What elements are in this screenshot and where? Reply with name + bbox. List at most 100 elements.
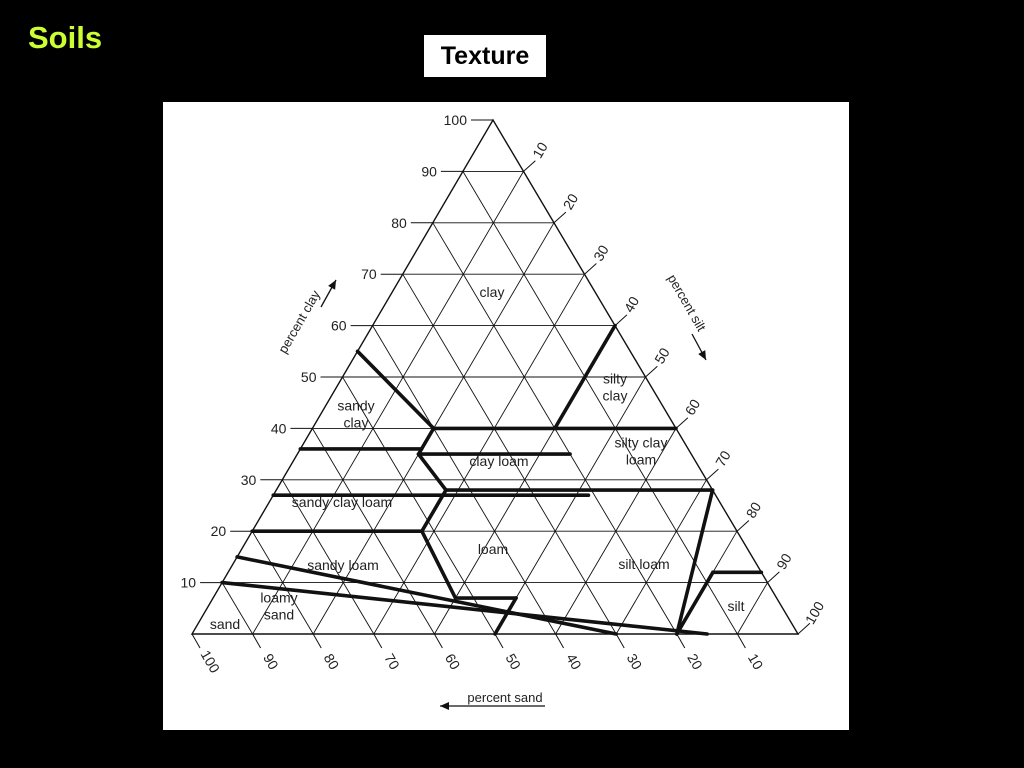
sand-tick-70	[373, 633, 383, 649]
region-label-line: silty	[603, 371, 627, 387]
region-label-clay-loam: clay loam	[469, 453, 528, 469]
clay-tick-label: 90	[421, 163, 437, 179]
region-label-line: silt	[727, 598, 744, 614]
class-boundary-13	[420, 529, 458, 600]
sand-tick-90	[252, 633, 262, 649]
class-boundary-15	[493, 596, 518, 636]
sand-tick-label: 40	[563, 651, 585, 673]
region-label-silt: silt	[727, 598, 744, 614]
sand-tick-10	[736, 633, 746, 649]
silt-tick-label: 10	[529, 139, 551, 161]
silt-tick-label: 40	[621, 293, 643, 315]
grid-line-sand-50	[342, 376, 496, 635]
grid-line-sand-10	[462, 171, 738, 635]
subtitle-box: Texture	[424, 35, 546, 77]
grid-line-sand-80	[251, 530, 314, 635]
sand-tick-label: 10	[745, 651, 767, 673]
clay-tick-label: 50	[301, 369, 317, 385]
region-label-line: sandy	[337, 398, 374, 414]
sand-tick-50	[494, 633, 504, 649]
grid-line-sand-70	[281, 479, 375, 635]
clay-tick-label: 30	[241, 472, 257, 488]
silt-tick-label: 50	[651, 345, 673, 367]
sand-tick-label: 60	[442, 651, 464, 673]
silt-tick-50	[645, 365, 658, 378]
class-boundary-20	[220, 580, 709, 636]
percent-sand-arrow-head	[440, 702, 449, 710]
silt-tick-label: 80	[743, 499, 765, 521]
grid-line-silt-70	[615, 479, 707, 635]
silt-tick-30	[584, 263, 597, 275]
sand-tick-100	[191, 633, 201, 649]
sand-tick-label: 100	[198, 647, 224, 675]
sand-tick-label: 90	[260, 651, 282, 673]
sand-tick-30	[615, 633, 625, 649]
silt-tick-100	[797, 622, 811, 635]
clay-tick-label: 80	[391, 215, 407, 231]
silt-tick-60	[675, 417, 689, 429]
silt-tick-label: 20	[560, 191, 582, 213]
tick-marks	[191, 119, 811, 649]
sand-tick-60	[433, 633, 443, 649]
region-label-line: clay	[480, 284, 505, 300]
class-boundary-16	[674, 488, 715, 636]
clay-tick-label: 60	[331, 318, 347, 334]
silt-tick-70	[706, 468, 719, 481]
region-label-line: sandy loam	[307, 557, 379, 573]
grid-line-sand-90	[221, 582, 253, 635]
region-label-line: clay	[344, 415, 369, 431]
clay-tick-label: 10	[181, 575, 197, 591]
clay-tick-label: 70	[361, 266, 377, 282]
percent-silt-arrow-head	[698, 350, 706, 360]
silt-tick-label: 90	[773, 550, 795, 572]
labels: 10 20 30 40 50 60 70 80 90 100 10 20 30 40 50 60 70 80 90 1…	[181, 112, 828, 710]
class-boundaries	[220, 323, 764, 636]
grid-line-silt-60	[555, 428, 677, 635]
class-boundary-3	[552, 323, 617, 431]
region-label-line: clay loam	[469, 453, 528, 469]
sand-tick-40	[555, 633, 565, 649]
region-label-line: loamy	[260, 590, 297, 606]
percent-silt-label: percent silt	[665, 272, 710, 334]
clay-tick-label: 20	[211, 523, 227, 539]
region-label-line: loam	[478, 541, 508, 557]
slide-title: Soils	[28, 20, 103, 55]
class-boundary-6	[416, 426, 436, 456]
silt-tick-10	[523, 160, 536, 172]
sand-tick-label: 70	[381, 651, 403, 673]
region-label-loam: loam	[478, 541, 508, 557]
texture-triangle: 10 20 30 40 50 60 70 80 90 100 10 20 30 40 50 60 70 80 90 1…	[181, 112, 828, 710]
percent-clay-arrow-head	[328, 280, 336, 290]
grid-line-silt-50	[494, 376, 646, 635]
region-label-line: clay	[603, 388, 628, 404]
silt-tick-label: 70	[712, 448, 734, 470]
silt-tick-label: 60	[682, 396, 704, 418]
silt-tick-label: 100	[802, 598, 828, 626]
sand-tick-20	[676, 633, 686, 649]
grid-line-silt-90	[737, 582, 768, 635]
clay-tick-label: 100	[444, 112, 468, 128]
class-boundary-1	[355, 349, 436, 431]
percent-clay-label: percent clay	[275, 287, 323, 356]
percent-sand-label: percent sand	[467, 690, 542, 705]
class-boundary-7	[416, 452, 448, 492]
silt-tick-label: 30	[590, 242, 612, 264]
region-label-line: silt loam	[618, 556, 669, 572]
class-boundary-18	[674, 570, 715, 636]
region-label-sandy-clay-loam: sandy clay loam	[292, 494, 392, 510]
class-boundary-19	[235, 555, 619, 636]
silt-tick-90	[767, 571, 780, 583]
region-label-line: loam	[626, 452, 656, 468]
silt-tick-40	[614, 314, 628, 326]
sand-tick-80	[312, 633, 322, 649]
silt-tick-80	[736, 520, 750, 532]
region-label-silt-loam: silt loam	[618, 556, 669, 572]
sand-tick-label: 30	[624, 651, 646, 673]
region-label-line: silty clay	[615, 435, 668, 451]
sand-tick-label: 50	[503, 651, 525, 673]
region-label-sandy-loam: sandy loam	[307, 557, 379, 573]
